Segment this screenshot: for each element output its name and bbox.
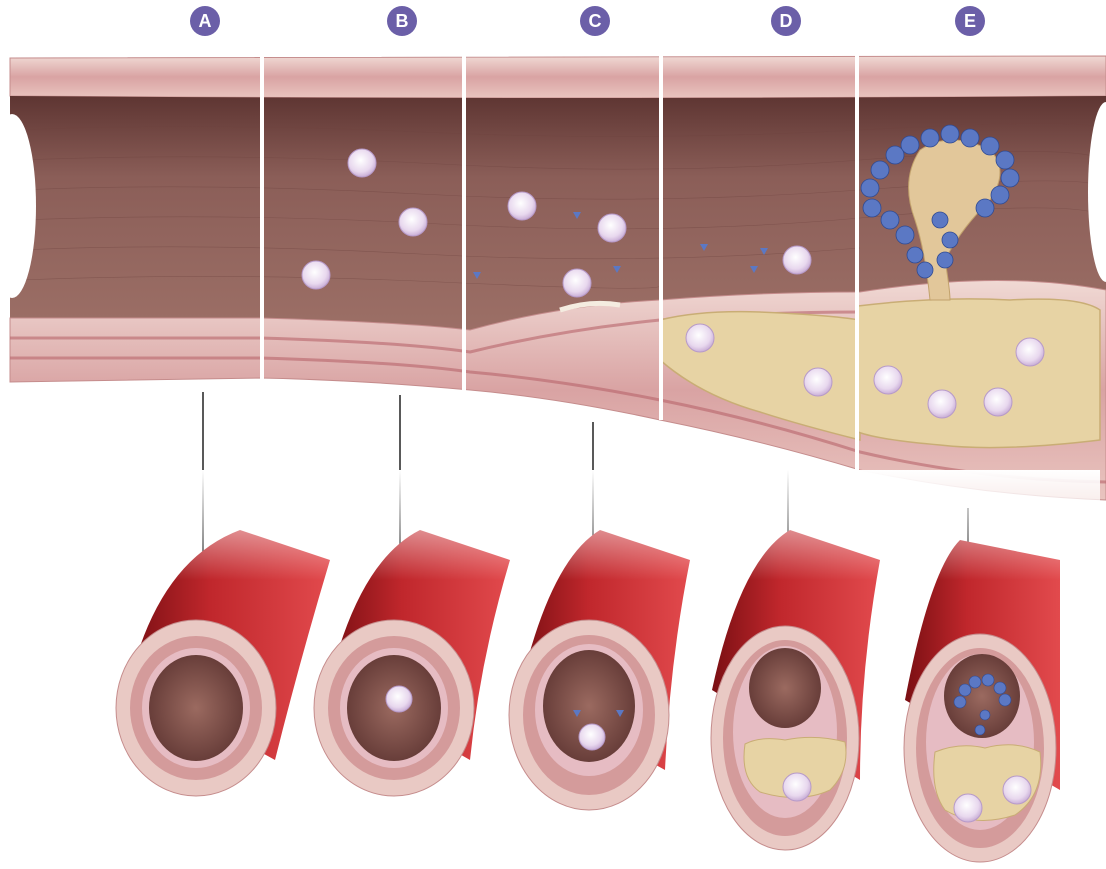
cross-section-a: [116, 620, 276, 796]
cross-section-c: [509, 620, 669, 810]
longitudinal-vessel: [0, 56, 1106, 500]
stage-label-e: E: [955, 6, 985, 36]
stage-label-d: D: [771, 6, 801, 36]
cross-section-e: [904, 634, 1056, 862]
stage-label-a: A: [190, 6, 220, 36]
stage-label-b: B: [387, 6, 417, 36]
vessel-top-wall: [10, 56, 1106, 98]
stage-label-c: C: [580, 6, 610, 36]
cross-section-d: [711, 626, 859, 850]
cross-section-b: [314, 620, 474, 796]
